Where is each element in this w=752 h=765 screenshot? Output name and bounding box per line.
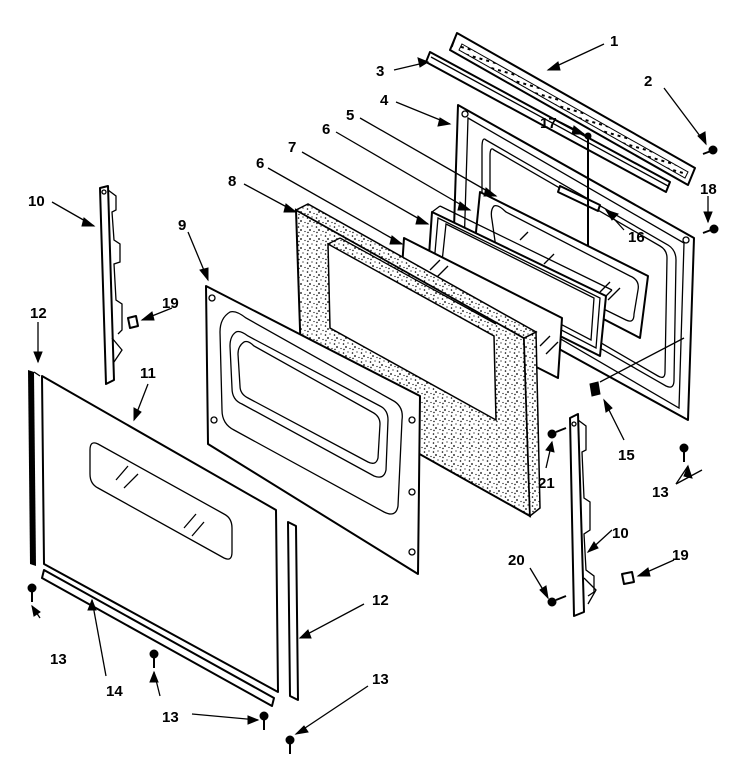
- screw-20: [547, 595, 567, 607]
- door-insulation-part: [294, 203, 541, 518]
- callout-6a: 6: [322, 121, 330, 138]
- screw-13-left: [27, 583, 37, 602]
- callout-labels: 1 2 3 4 5 6 6 7 8 9 10 10 11 12 12 13 13…: [28, 33, 717, 726]
- callout-7: 7: [288, 139, 296, 156]
- hinge-channel-right-part: [569, 413, 597, 617]
- callout-14: 14: [106, 683, 123, 700]
- vent-trim-part: [449, 32, 696, 186]
- callout-19-right: 19: [672, 547, 689, 564]
- callout-21: 21: [538, 475, 555, 492]
- callout-16: 16: [628, 229, 645, 246]
- callout-13-bottom: 13: [162, 709, 179, 726]
- callout-2: 2: [644, 73, 652, 90]
- callout-11: 11: [140, 365, 156, 382]
- callout-20: 20: [508, 552, 525, 569]
- hinge-channel-left-part: [99, 185, 123, 385]
- bottom-trim-part: [41, 569, 275, 707]
- callout-13-left: 13: [50, 651, 67, 668]
- screw-13-lower: [259, 711, 269, 730]
- callout-8: 8: [228, 173, 236, 190]
- callout-10-right: 10: [612, 525, 629, 542]
- callout-10-left: 10: [28, 193, 45, 210]
- callout-12-left: 12: [30, 305, 47, 322]
- callout-13-bottom-right: 13: [372, 671, 389, 688]
- leader-lines: [31, 43, 713, 735]
- clip-15: [589, 381, 601, 397]
- callout-4: 4: [380, 92, 389, 109]
- callout-3: 3: [376, 63, 384, 80]
- screw-13-bottom-right: [285, 735, 295, 754]
- callout-12-right: 12: [372, 592, 389, 609]
- clip-19-right: [621, 571, 635, 585]
- side-trim-left-part: [28, 370, 41, 566]
- callout-6b: 6: [256, 155, 264, 172]
- callout-19-left: 19: [162, 295, 179, 312]
- callout-15: 15: [618, 447, 635, 464]
- screw-21: [547, 427, 567, 439]
- outer-door-panel-part: [41, 375, 279, 693]
- clip-19-left: [127, 315, 139, 329]
- side-trim-right-part: [287, 521, 299, 701]
- screw-13-center: [149, 649, 159, 668]
- callout-17: 17: [540, 115, 557, 132]
- screw-13-right: [679, 443, 689, 462]
- callout-1: 1: [610, 33, 618, 50]
- callout-18: 18: [700, 181, 717, 198]
- screw-2: [702, 145, 718, 155]
- callout-5: 5: [346, 107, 354, 124]
- callout-9: 9: [178, 217, 186, 234]
- door-liner-part: [205, 285, 421, 575]
- callout-13-right: 13: [652, 484, 669, 501]
- screw-18: [702, 224, 719, 234]
